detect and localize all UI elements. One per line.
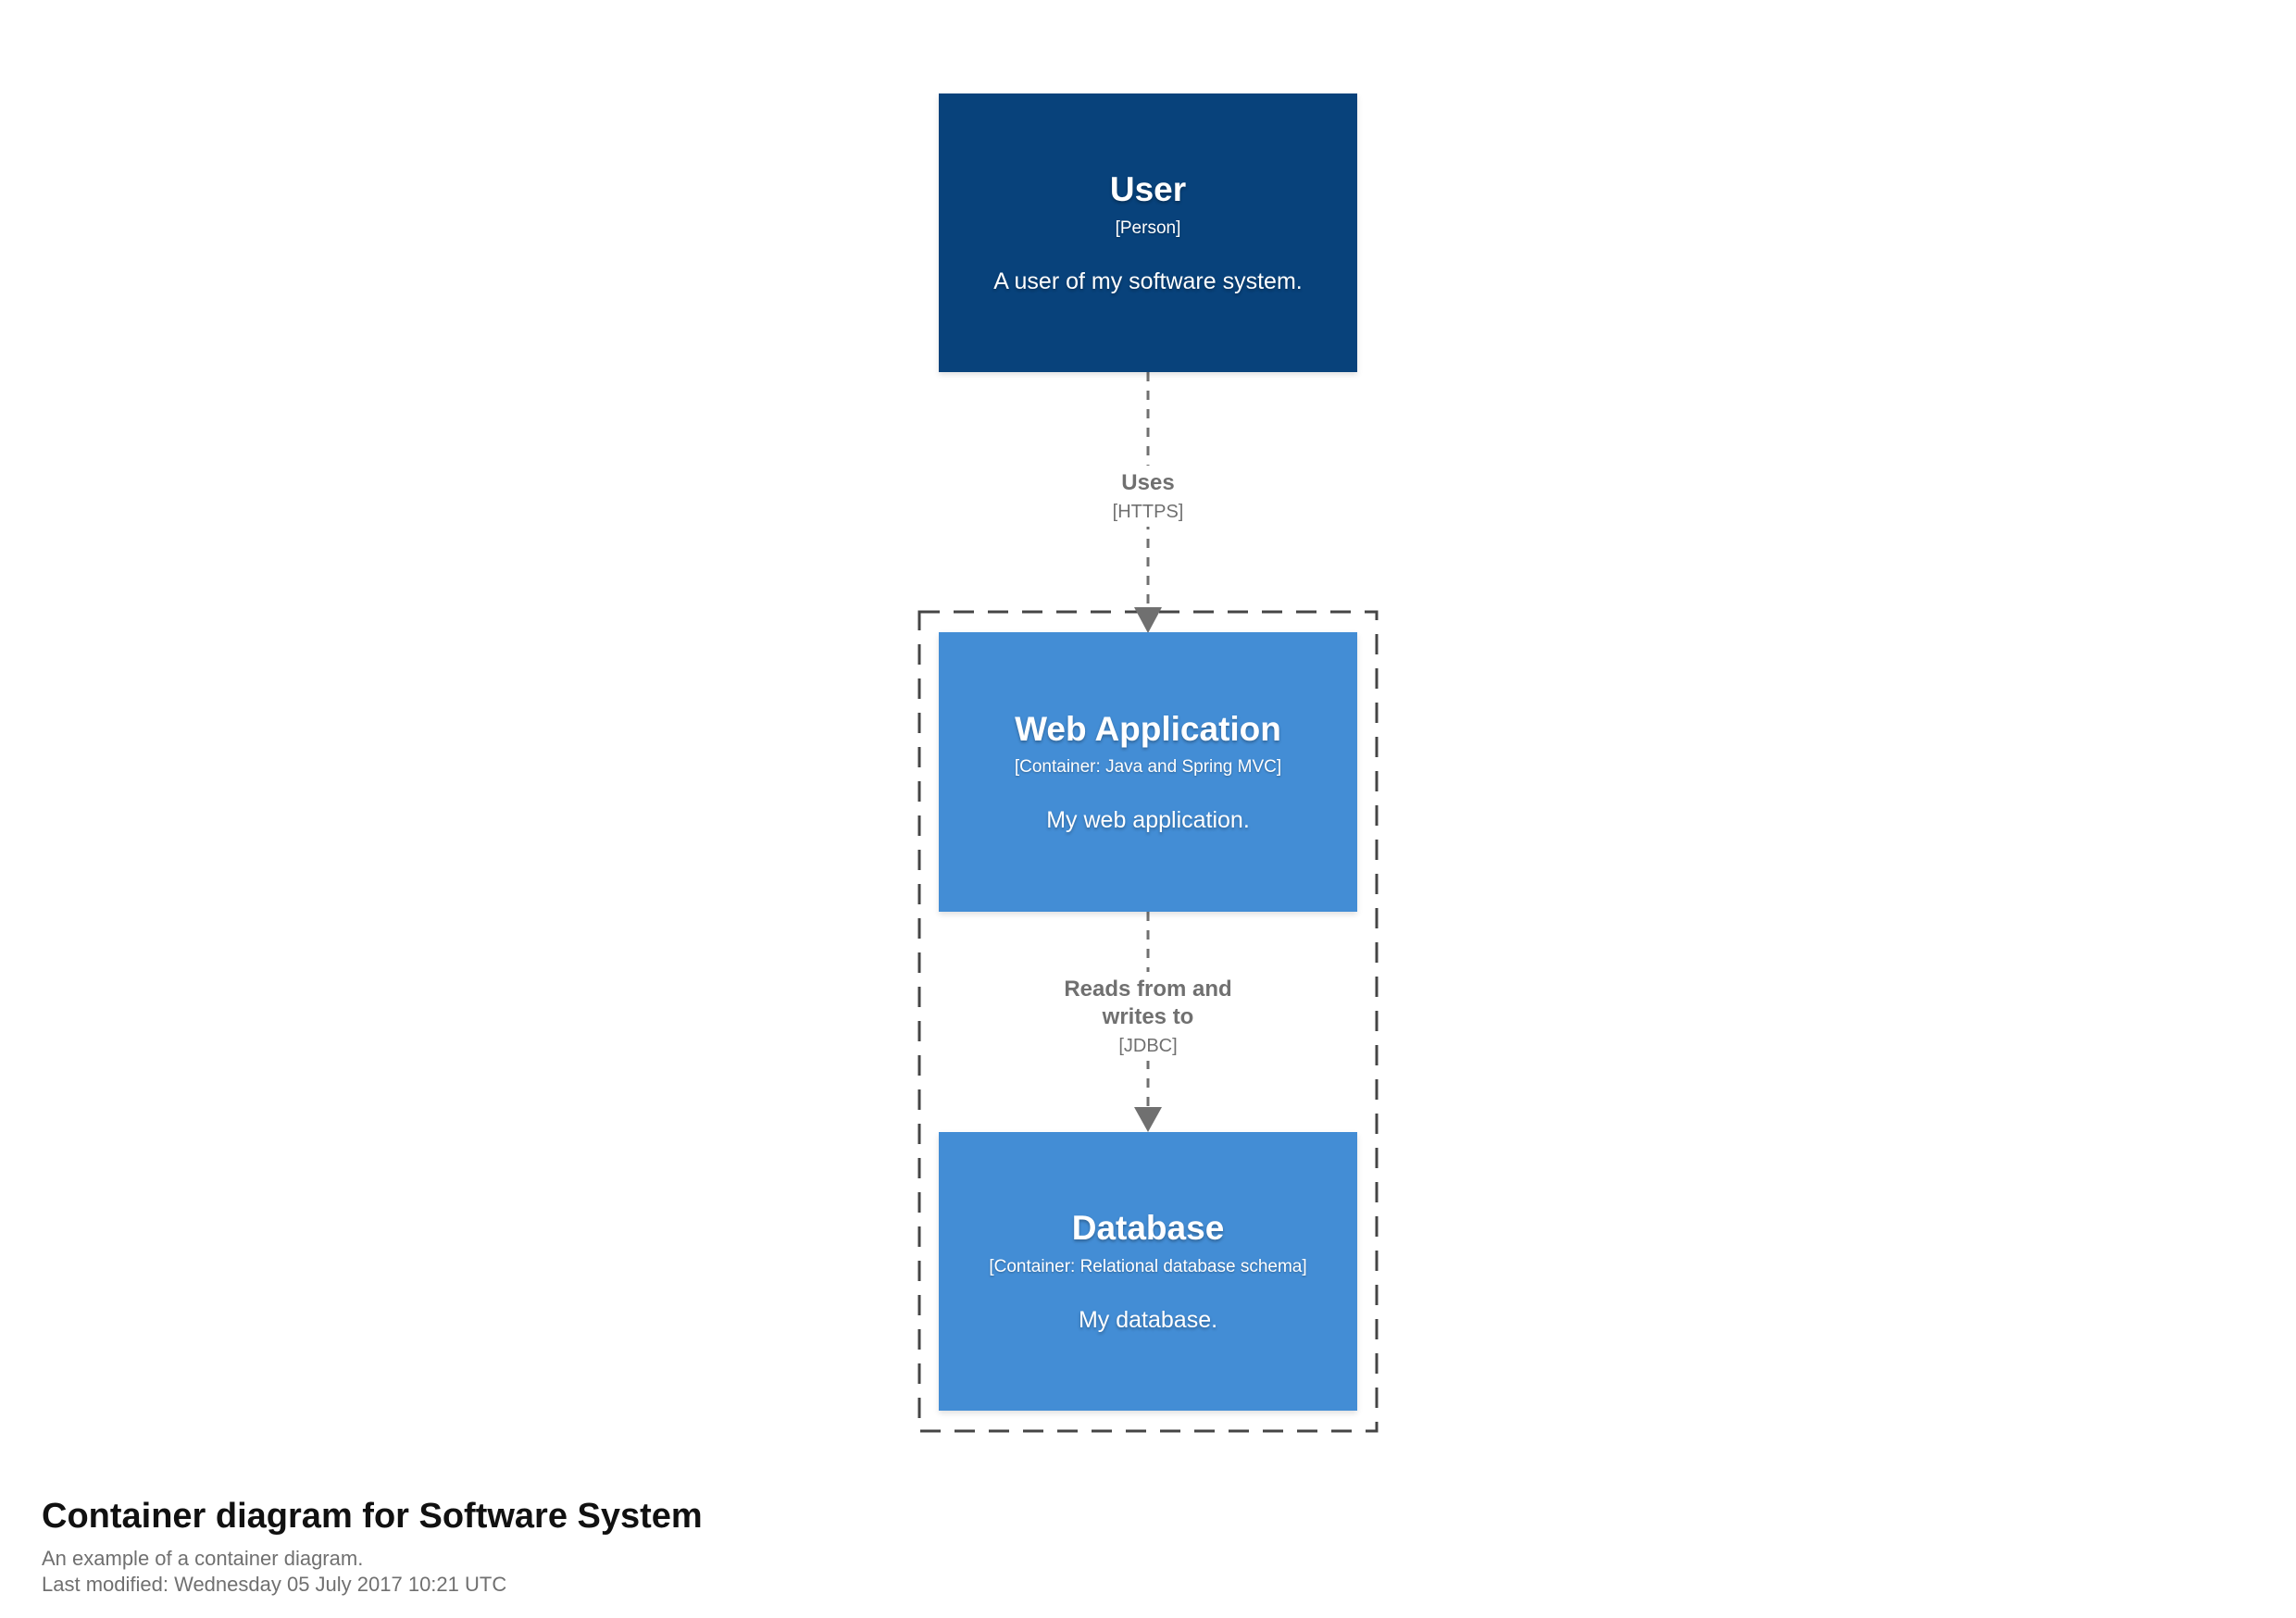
diagram-subtitle: An example of a container diagram.	[42, 1546, 364, 1570]
diagram-title: Container diagram for Software System	[42, 1497, 703, 1536]
node-description: A user of my software system.	[993, 268, 1303, 294]
node-description: My web application.	[1046, 807, 1250, 834]
relationship-technology: [JDBC]	[1118, 1036, 1178, 1056]
diagram-footer: Container diagram for Software System An…	[42, 1496, 703, 1599]
web-application-container-node[interactable]: Web Application [Container: Java and Spr…	[939, 632, 1357, 912]
node-description: My database.	[1078, 1306, 1218, 1333]
node-metadata: [Container: Relational database schema]	[989, 1256, 1307, 1276]
arrow-down-head-icon	[1134, 607, 1162, 633]
node-metadata: [Container: Java and Spring MVC]	[1014, 757, 1282, 778]
relationship-name: Uses	[1121, 470, 1175, 495]
arrow-down-head-icon	[1134, 1107, 1162, 1132]
software-system-boundary	[917, 610, 1379, 1433]
user-person-node[interactable]: User [Person] A user of my software syst…	[939, 93, 1357, 372]
relationship-uses-label: Uses [HTTPS]	[1103, 466, 1193, 527]
node-title: Web Application	[1015, 709, 1281, 748]
node-metadata: [Person]	[1115, 218, 1181, 238]
node-title: Database	[1071, 1209, 1225, 1248]
node-title: User	[1109, 170, 1187, 209]
diagram-last-modified: Last modified: Wednesday 05 July 2017 10…	[42, 1573, 507, 1597]
relationship-name: Reads from and writes to	[1064, 977, 1232, 1029]
relationship-technology: [HTTPS]	[1112, 502, 1184, 522]
relationship-reads-writes-label: Reads from and writes to [JDBC]	[1028, 972, 1268, 1061]
database-container-node[interactable]: Database [Container: Relational database…	[939, 1132, 1357, 1411]
